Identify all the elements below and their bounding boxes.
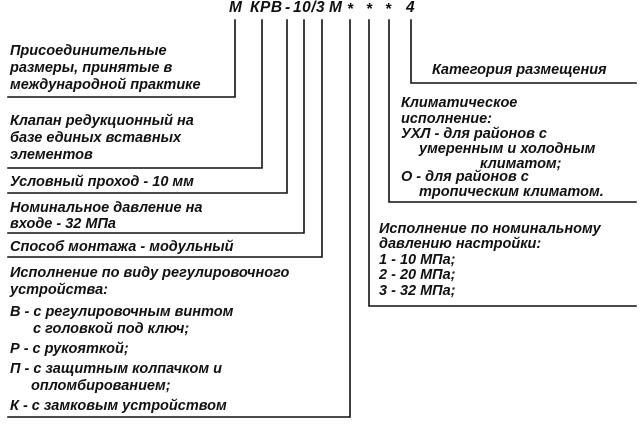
code-star2: * — [366, 1, 373, 18]
climate-option: умеренным и холодным — [419, 141, 596, 157]
regulator-option: опломбированием; — [31, 378, 171, 394]
leader-connection — [7, 19, 236, 98]
nominal-bore: Условный проход - 10 мм — [10, 174, 194, 190]
pressure-setting-option: 3 - 32 МПа; — [379, 283, 456, 299]
connection-line-1: Присоединительные — [10, 43, 167, 59]
regulator-option: П - с защитным колпачком и — [10, 361, 222, 377]
leader-valve — [7, 19, 263, 169]
valve-line-3: элементов — [10, 147, 93, 163]
climate-option: УХЛ - для районов с — [401, 126, 547, 142]
regulator-option: Р - с рукояткой; — [10, 341, 129, 357]
regulator-option: К - с замковым устройством — [10, 398, 227, 414]
climate-option: О - для районов с — [401, 169, 529, 185]
connection-line-3: международной практике — [10, 77, 201, 93]
regulator-heading-1: Исполнение по виду регулировочного — [10, 265, 290, 281]
inlet-pressure-line-1: Номинальное давление на — [10, 200, 203, 216]
leader-mounting — [7, 19, 323, 258]
code-size: 10/3 — [293, 0, 326, 16]
code-digit: 4 — [406, 0, 416, 16]
leader-inlet-pressure — [7, 19, 305, 234]
code-krv: КРВ — [250, 0, 283, 16]
pressure-setting-option: 1 - 10 МПа; — [379, 252, 456, 268]
pressure-setting-heading-1: Исполнение по номинальному — [379, 221, 601, 237]
code-star1: * — [347, 1, 354, 18]
pressure-setting-heading-2: давлению настройки: — [379, 236, 542, 252]
code-dash: - — [285, 0, 291, 16]
regulator-option: с головкой под ключ; — [33, 321, 190, 337]
code-m2: М — [329, 0, 343, 16]
code-m1: М — [229, 0, 243, 16]
leader-regulator — [7, 19, 351, 418]
leader-pressure-setting — [368, 19, 637, 307]
regulator-heading-2: устройства: — [10, 282, 109, 298]
regulator-option: В - с регулировочным винтом — [10, 304, 234, 320]
climate-option: климатом; — [480, 156, 562, 172]
climate-heading-1: Климатическое — [401, 95, 518, 111]
code-star3: * — [385, 1, 392, 18]
connection-line-2: размеры, принятые в — [10, 60, 173, 76]
leader-nominal-bore — [7, 19, 288, 194]
inlet-pressure-line-2: входе - 32 МПа — [10, 216, 116, 232]
valve-line-2: базе единых вставных — [10, 130, 182, 146]
climate-option: тропическим климатом. — [419, 184, 604, 200]
climate-heading-2: исполнение: — [401, 111, 492, 127]
placement-category: Категория размещения — [432, 62, 607, 78]
leader-placement — [410, 19, 637, 84]
leader-climate — [388, 19, 637, 203]
pressure-setting-option: 2 - 20 МПа; — [379, 267, 456, 283]
mounting: Способ монтажа - модульный — [10, 239, 234, 255]
valve-line-1: Клапан редукционный на — [10, 113, 194, 129]
